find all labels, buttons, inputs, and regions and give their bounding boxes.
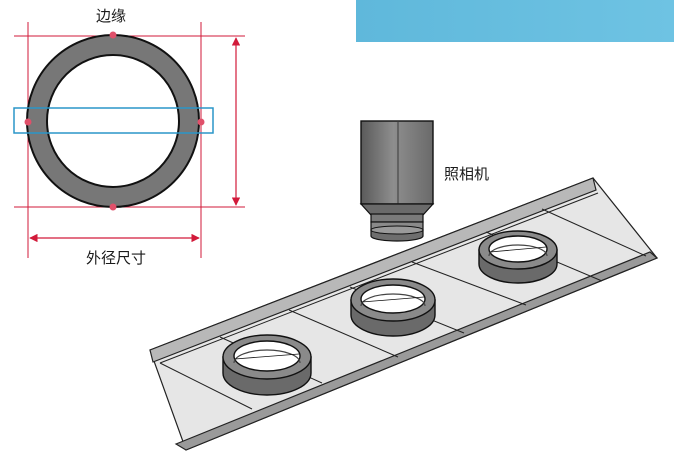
edge-point-left (24, 118, 32, 126)
edge-point-top (109, 31, 117, 39)
ring-inner (46, 54, 180, 188)
edge-label: 边缘 (96, 7, 126, 25)
edge-point-bottom (109, 203, 117, 211)
measurement-window (13, 107, 214, 134)
tray-divider (541, 208, 647, 257)
camera-icon: 照相机 (359, 120, 489, 242)
tray-divider (411, 261, 527, 306)
ring-schematic: 边缘 外径尺寸 (13, 7, 245, 267)
conveyor-ring-2 (350, 278, 436, 337)
tray-divider (288, 309, 399, 358)
tray-divider (159, 362, 253, 410)
conveyor-ring-1 (222, 334, 312, 396)
outer-diameter-label: 外径尺寸 (86, 249, 146, 267)
belt-rail-far (149, 177, 597, 363)
belt-rail-near (174, 251, 659, 451)
top-banner (356, 0, 674, 42)
edge-point-right (197, 118, 205, 126)
camera-label: 照相机 (444, 165, 489, 183)
conveyor-ring-3 (478, 230, 558, 284)
